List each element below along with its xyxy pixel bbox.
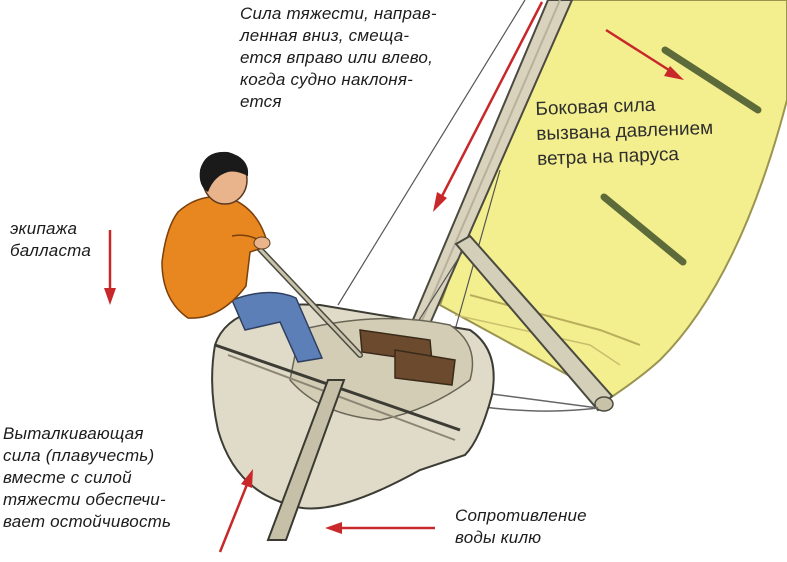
crew-ballast-arrow [104,230,116,305]
crew-ballast-label: экипажа балласта [10,219,91,260]
keel-resistance-arrow [325,522,435,534]
side-force-label: Боковая сила вызвана давлением ветра на … [535,94,714,170]
boom [454,234,614,412]
centreboard-well [359,329,456,386]
gravity-label: Сила тяжести, направ- ленная вниз, смеща… [240,4,437,111]
side-force-arrow [605,28,684,80]
buoyancy-label: Выталкивающая сила (плавучесть) вместе с… [3,424,172,531]
tiller [253,242,363,358]
sail-battens [600,46,762,266]
force-arrows [104,1,684,553]
buoyancy-arrow [218,469,253,553]
gravity-arrow [433,1,544,212]
keel-resistance-label: Сопротивление воды килю [455,506,587,547]
sailor [161,151,324,363]
rudder [266,379,346,541]
hull [211,303,495,510]
